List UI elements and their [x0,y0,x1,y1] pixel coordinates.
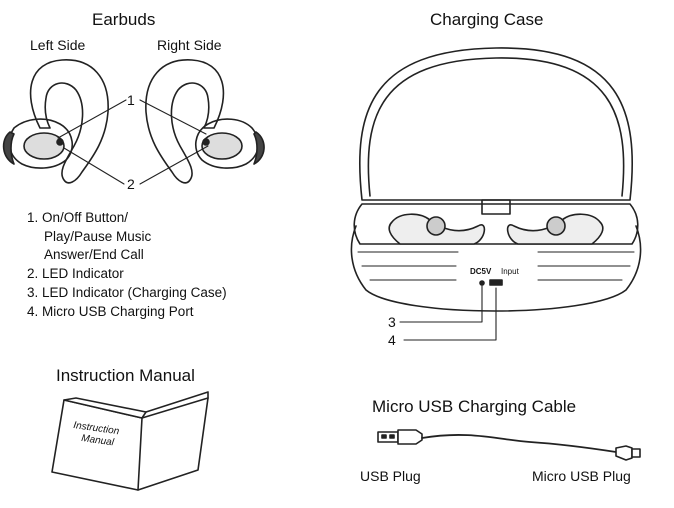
left-earbud-illustration [2,59,109,184]
earbuds-title: Earbuds [92,10,156,29]
left-side-label: Left Side [30,37,86,53]
callout-2-label: 2 [127,176,135,192]
manual-booklet-illustration [51,391,209,491]
charging-case-illustration [350,47,642,312]
callout-1-label: 1 [127,92,135,108]
usb-cable-illustration [377,429,641,461]
usb-plug-label: USB Plug [360,468,421,484]
feature-list-item: 2. LED Indicator [27,266,124,281]
callout-4-label: 4 [388,332,396,348]
feature-list-item: 4. Micro USB Charging Port [27,304,194,319]
earbud-callout-lines [57,99,209,185]
input-label: Input [501,267,519,276]
feature-list-item: Answer/End Call [44,247,144,262]
feature-list-item: 1. On/Off Button/ [27,210,129,225]
charging-case-title: Charging Case [430,10,544,29]
case-callout-lines [399,285,497,341]
instruction-manual-title: Instruction Manual [56,366,195,385]
callout-3-label: 3 [388,314,396,330]
right-earbud-illustration [145,59,265,184]
right-side-label: Right Side [157,37,222,53]
micro-usb-plug-label: Micro USB Plug [532,468,631,484]
dc5v-label: DC5V [470,267,492,276]
feature-list-item: Play/Pause Music [44,229,152,244]
micro-usb-cable-title: Micro USB Charging Cable [372,397,577,416]
feature-list-item: 3. LED Indicator (Charging Case) [27,285,227,300]
